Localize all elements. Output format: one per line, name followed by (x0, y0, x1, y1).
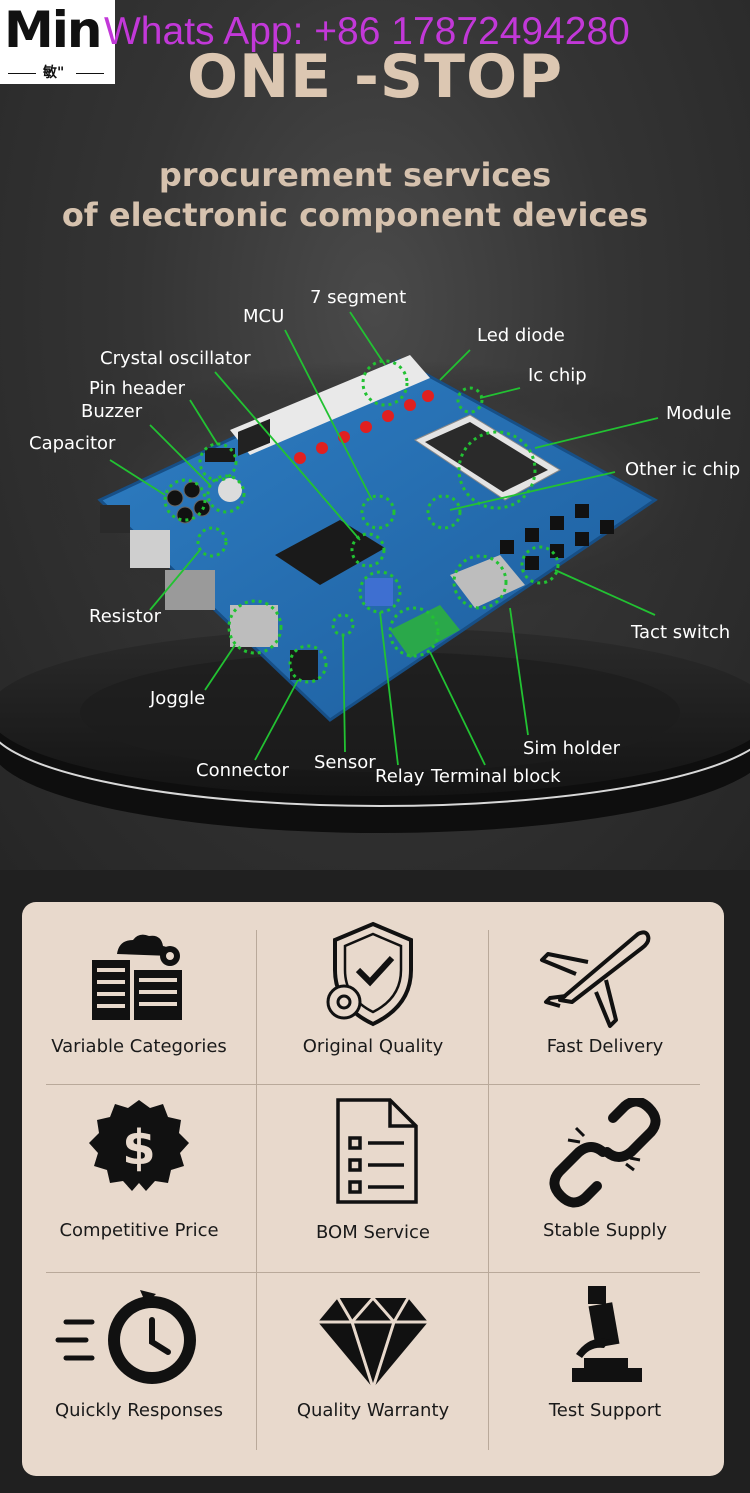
label-crystal-oscillator: Crystal oscillator (100, 348, 251, 369)
logo-rule-right (76, 73, 104, 74)
feature-quality-warranty: Quality Warranty (256, 1272, 490, 1452)
label-led-diode: Led diode (477, 325, 565, 346)
lcd-screen (425, 422, 548, 492)
dollar-badge-icon: $ (89, 1100, 189, 1191)
fast-clock-icon (55, 1290, 196, 1384)
label-sensor: Sensor (314, 752, 376, 773)
server-cloud-gear-icon (92, 934, 182, 1020)
grid-divider-h1 (46, 1084, 700, 1085)
sim-holder (450, 555, 525, 608)
headline: ONE -STOP (186, 42, 564, 112)
pedestal-inner (80, 652, 680, 772)
label-module: Module (666, 403, 732, 424)
feature-label: Quality Warranty (296, 1400, 450, 1421)
feature-label: Quickly Responses (54, 1400, 224, 1421)
feature-label: BOM Service (316, 1222, 430, 1243)
chain-link-icon (549, 1098, 661, 1208)
feature-label: Fast Delivery (546, 1036, 664, 1057)
pin-header-top (205, 448, 235, 462)
whatsapp-contact[interactable]: Whats App: +86 17872494280 (104, 10, 630, 53)
label-capacitor: Capacitor (29, 433, 116, 454)
label-relay: Relay (375, 766, 425, 787)
label-other-ic-chip: Other ic chip (625, 459, 741, 480)
usb-port (130, 530, 170, 568)
feature-label: Original Quality (302, 1036, 444, 1057)
feature-fast-delivery: Fast Delivery (488, 902, 722, 1084)
feature-bom-service: BOM Service (256, 1084, 490, 1272)
logo-subtext: 敏" (43, 65, 65, 81)
terminal-block (390, 605, 460, 658)
features-card: Variable Categories Original Quality (22, 902, 724, 1476)
label-mcu: MCU (243, 306, 285, 327)
hero-section: Min 敏" Whats App: +86 17872494280 ONE -S… (0, 0, 750, 870)
label-7-segment: 7 segment (310, 287, 407, 308)
label-terminal-block: Terminal block (431, 766, 561, 787)
feature-label: Competitive Price (59, 1220, 219, 1241)
feature-label: Variable Categories (51, 1036, 227, 1057)
grid-divider-v1 (256, 930, 257, 1450)
logo-rule-left (8, 73, 36, 74)
grid-divider-h2 (46, 1272, 700, 1273)
label-pin-header: Pin header (89, 378, 186, 399)
callout-circles (163, 359, 560, 684)
label-joggle: Joggle (150, 688, 206, 709)
feature-test-support: Test Support (488, 1272, 722, 1452)
brand-logo: Min 敏" (0, 0, 115, 84)
feature-original-quality: Original Quality (256, 902, 490, 1084)
relay (365, 578, 393, 606)
airplane-icon (540, 930, 651, 1028)
feature-variable-categories: Variable Categories (22, 902, 256, 1084)
feature-competitive-price: $ Competitive Price (22, 1084, 256, 1272)
buzzer (218, 478, 242, 502)
checklist-document-icon (336, 1098, 418, 1204)
seven-segment-displays (230, 355, 430, 456)
subheadline-line-1: procurement services (158, 156, 552, 194)
callout-leaders (109, 311, 659, 766)
feature-quickly-responses: Quickly Responses (22, 1272, 256, 1452)
label-ic-chip: Ic chip (528, 365, 587, 386)
label-buzzer: Buzzer (81, 401, 143, 422)
diamond-icon (318, 1295, 428, 1393)
board-illustration (0, 311, 750, 833)
label-sim-holder: Sim holder (523, 738, 621, 759)
label-resistor: Resistor (89, 606, 161, 627)
serial-port (165, 570, 215, 610)
logo-text: Min (4, 1, 102, 59)
feature-label: Test Support (548, 1400, 662, 1421)
shield-check-gear-icon (326, 921, 413, 1027)
features-section: Variable Categories Original Quality (0, 870, 750, 1493)
svg-text:$: $ (122, 1120, 155, 1176)
subheadline-line-2: of electronic component devices (61, 196, 649, 234)
label-tact-switch: Tact switch (631, 622, 731, 643)
label-connector: Connector (196, 760, 289, 781)
feature-stable-supply: Stable Supply (488, 1084, 722, 1272)
ethernet-jack (230, 605, 278, 647)
dc-jack (100, 505, 130, 533)
microscope-icon (572, 1286, 642, 1382)
grid-divider-v2 (488, 930, 489, 1450)
feature-label: Stable Supply (542, 1220, 668, 1241)
